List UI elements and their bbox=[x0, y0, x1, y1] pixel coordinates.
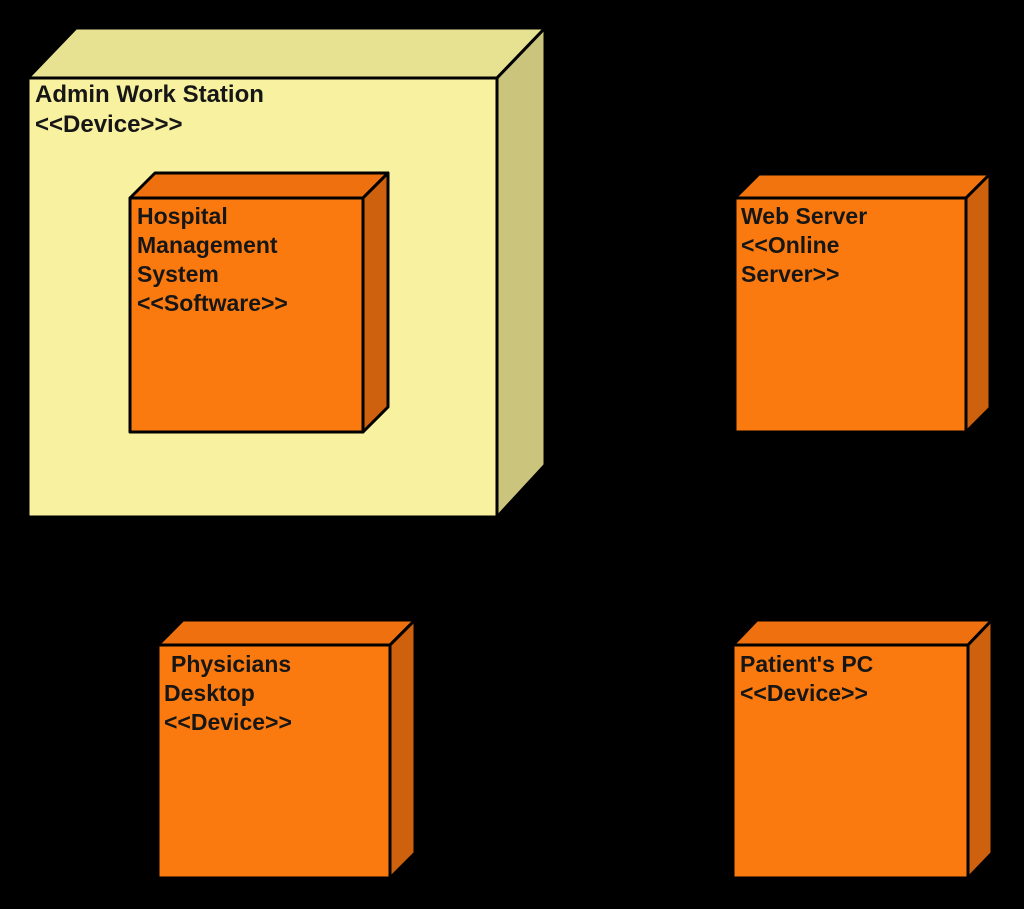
web-server-side-face bbox=[964, 172, 992, 434]
hospital-management-system-stereotype-label: <<Software>> bbox=[137, 290, 288, 316]
physicians-desktop-top-face bbox=[156, 618, 417, 647]
web-server-stereotype-label-line1: <<Online bbox=[741, 232, 839, 258]
hospital-management-system-name-label-line3: System bbox=[137, 261, 219, 287]
physicians-desktop-name-label-line2: Desktop bbox=[164, 680, 255, 706]
hospital-management-system-top-face bbox=[128, 171, 390, 200]
physicians-desktop-front-face bbox=[156, 643, 392, 880]
hospital-management-system-name-label-line2: Management bbox=[137, 232, 278, 258]
physicians-desktop-stereotype-label: <<Device>> bbox=[164, 709, 292, 735]
patients-pc-top-face bbox=[731, 618, 994, 647]
patients-pc-name-label: Patient's PC bbox=[740, 651, 873, 677]
web-server-stereotype-label-line2: Server>> bbox=[741, 261, 839, 287]
admin-work-station-name-label: Admin Work Station bbox=[35, 81, 264, 108]
physicians-desktop-side-face bbox=[388, 618, 417, 880]
node-hospital-management-system: Hospital Management System <<Software>> bbox=[128, 171, 390, 434]
admin-work-station-top-face bbox=[26, 26, 547, 80]
hospital-management-system-front-face bbox=[128, 196, 365, 434]
web-server-front-face bbox=[733, 196, 968, 434]
node-patients-pc: Patient's PC <<Device>> bbox=[731, 618, 994, 880]
admin-work-station-stereotype-label: <<Device>>> bbox=[35, 111, 182, 138]
patients-pc-front-face bbox=[731, 643, 970, 880]
web-server-top-face bbox=[733, 172, 992, 200]
patients-pc-stereotype-label: <<Device>> bbox=[740, 680, 868, 706]
hospital-management-system-name-label-line1: Hospital bbox=[137, 203, 228, 229]
patients-pc-side-face bbox=[966, 618, 994, 880]
web-server-name-label: Web Server bbox=[741, 203, 867, 229]
node-physicians-desktop: Physicians Desktop <<Device>> bbox=[156, 618, 417, 880]
admin-work-station-side-face bbox=[495, 26, 547, 519]
node-web-server: Web Server <<Online Server>> bbox=[733, 172, 992, 434]
hospital-management-system-side-face bbox=[361, 171, 390, 434]
physicians-desktop-name-label-line1: Physicians bbox=[171, 651, 291, 677]
